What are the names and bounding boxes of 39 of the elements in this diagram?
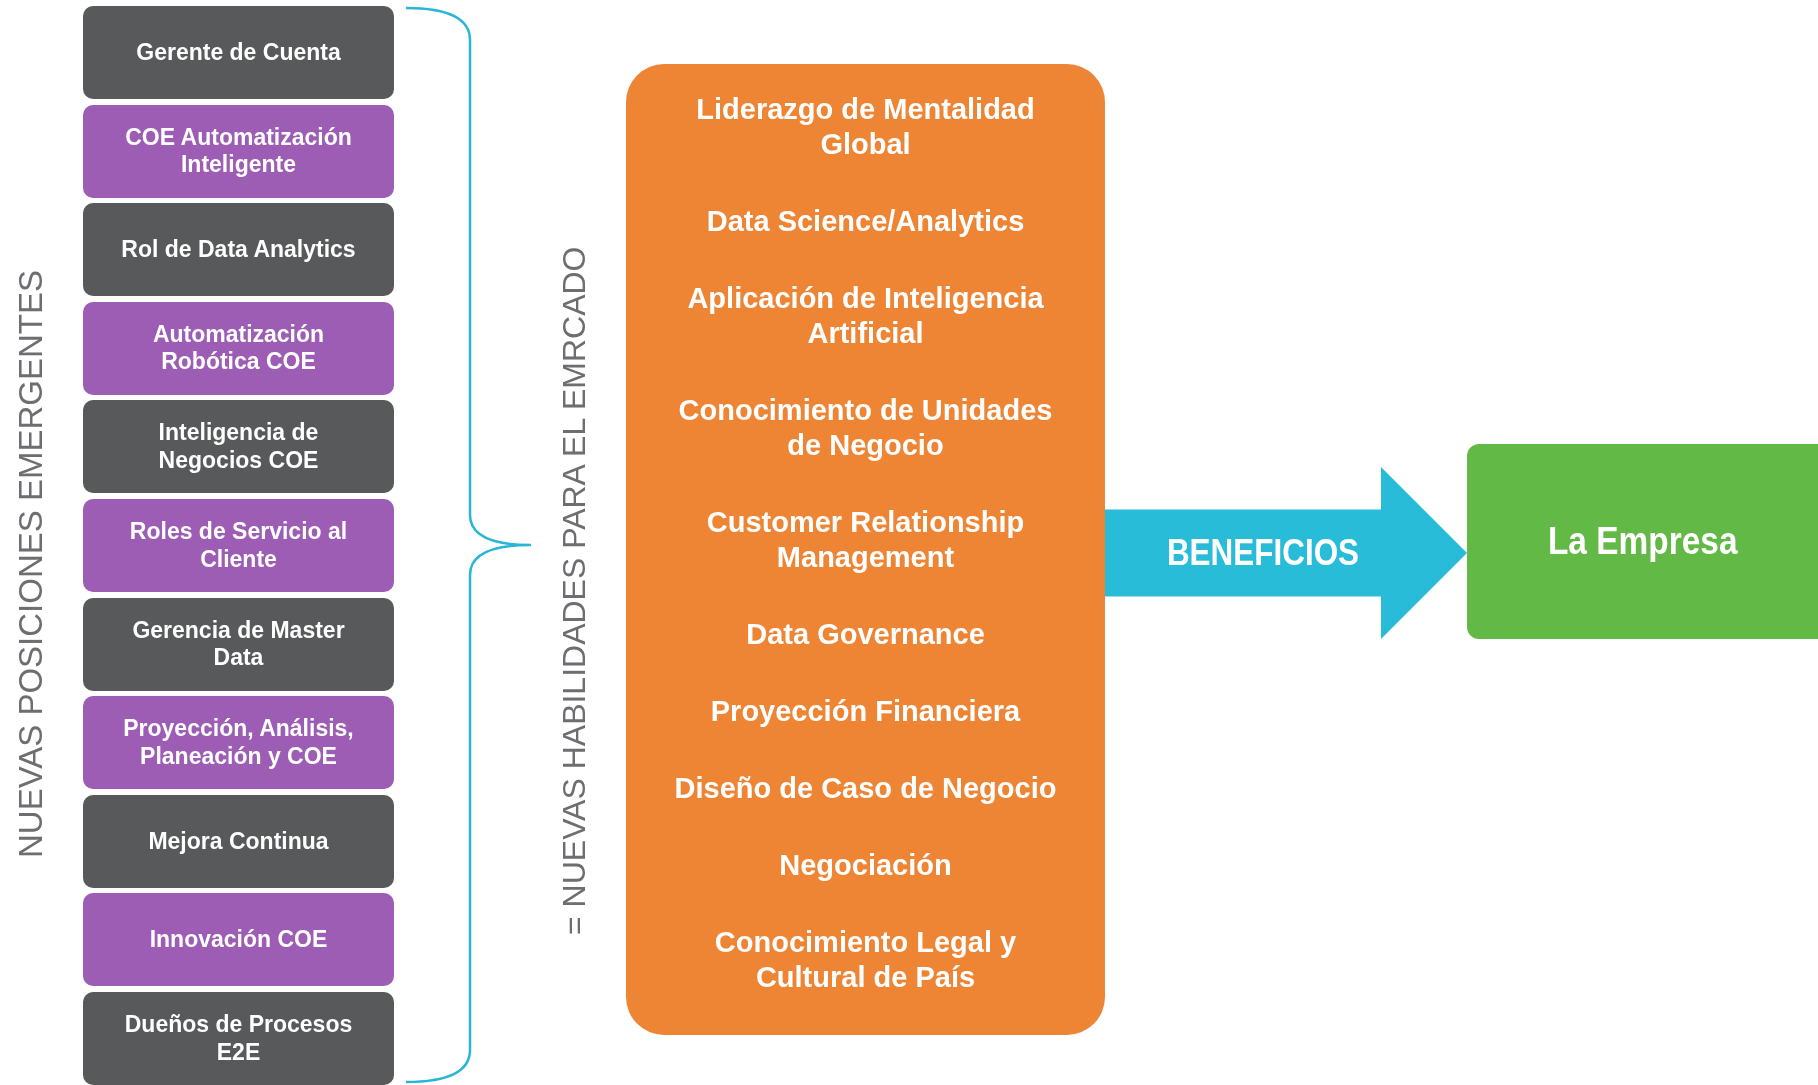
position-box [83,400,394,494]
skill-text: Proyección Financiera [709,693,1022,729]
position-box [83,597,394,691]
skill-text: Data Governance [745,616,986,652]
skill-text: Liderazgo de Mentalidad Global [695,92,1036,162]
company-box [1467,444,1818,639]
position-text: Innovación COE [149,926,328,954]
position-text: Inteligencia de Negocios COE [157,419,320,475]
position-text: Gerencia de Master Data [131,616,346,672]
skill-text: Negociación [778,848,953,883]
position-text: Rol de Data Analytics [121,235,356,264]
skill-text: Diseño de Caso de Negocio [673,771,1058,806]
position-text: Automatización Robótica COE [151,320,326,376]
vertical-heading: = NUEVAS HABILIDADES PARA EL EMRCADO [558,246,590,935]
position-box [83,301,394,395]
position-text: Proyección, Análisis, Planeación y COE [122,715,355,771]
position-box [83,203,394,297]
skill-text: Data Science/Analytics [705,203,1026,239]
skill-text: Conocimiento Legal y Cultural de País [713,925,1018,995]
company-text: La Empresa [1547,520,1738,563]
position-box [83,992,394,1085]
skill-text: Customer Relationship Management [705,504,1026,575]
block-arrow [1105,467,1467,639]
skills-panel [626,64,1105,1035]
vertical-heading: NUEVAS POSICIONES EMERGENTES [14,270,47,858]
position-text: Roles de Servicio al Cliente [128,517,349,574]
position-text: Dueños de Procesos E2E [123,1010,354,1067]
position-box [83,499,394,592]
position-box [83,696,394,790]
skill-text: Conocimiento de Unidades de Negocio [677,392,1054,463]
position-box [83,794,394,888]
position-text: Gerente de Cuenta [136,38,341,67]
position-text: COE Automatización Inteligente [124,123,353,179]
skill-text: Aplicación de Inteligencia Artificial [686,281,1045,351]
position-box [83,6,394,99]
position-text: Mejora Continua [148,827,329,856]
edge-label: BENEFICIOS [1165,531,1361,575]
position-box [83,893,394,987]
position-box [83,104,394,198]
